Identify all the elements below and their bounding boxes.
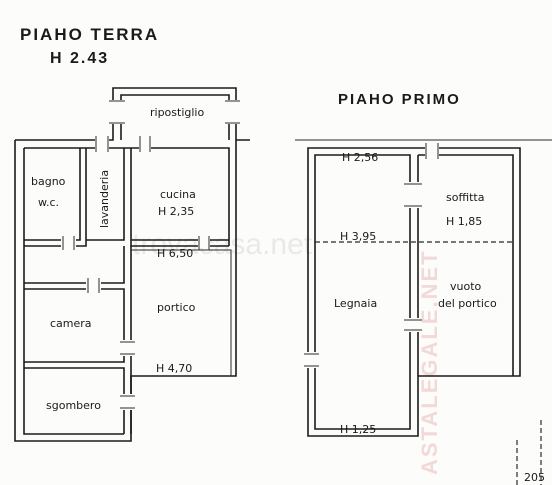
sgombero-wall	[24, 367, 125, 434]
ground-outer-wall	[14, 87, 250, 442]
sgombero-label: sgombero	[46, 399, 101, 412]
cucina-height-label: H 2,35	[158, 205, 194, 218]
camera-door-mark	[87, 278, 100, 293]
ripostiglio-right-gap	[227, 100, 238, 124]
ground-floor-walls	[14, 87, 250, 442]
portico-height-label: H 4,70	[156, 362, 192, 375]
ripostiglio-right-mark	[225, 100, 240, 124]
legnaia-window-gap	[306, 352, 317, 368]
soffitta-door-mark	[404, 183, 422, 207]
legnaia-window-mark	[304, 353, 319, 367]
ripostiglio-window-mark	[109, 100, 125, 124]
ripostiglio-label: ripostiglio	[150, 106, 204, 119]
bagno-door-gap	[61, 238, 76, 248]
camera-door-gap	[86, 281, 101, 291]
legnaia-door-mark	[404, 319, 422, 331]
soffitta-top-gap	[425, 146, 439, 157]
lavanderia-label: lavanderia	[98, 170, 111, 228]
ground-floor-openings	[61, 100, 240, 410]
cucina-window-mark	[198, 236, 210, 250]
soffitta-height-label: H 1,85	[446, 215, 482, 228]
sgombero-door-mark	[120, 395, 135, 409]
level-650-label: H 6,50	[157, 247, 193, 260]
lavanderia-top-door-gap	[95, 138, 109, 150]
cucina-label: cucina	[160, 188, 196, 201]
vuoto-label: vuoto	[450, 280, 482, 293]
cucina-top-door-mark	[139, 136, 151, 152]
ground-floor-title: PIAHO TERRA	[20, 25, 159, 44]
legnaia-label: Legnaia	[334, 297, 377, 310]
watermark-astalegale: ASTALEGALE.NET	[417, 249, 442, 475]
lavanderia-top-door-mark	[95, 136, 109, 152]
bagno-label: bagno	[31, 175, 66, 188]
soffitta-door-gap	[408, 182, 420, 208]
camera-side-door-mark	[120, 341, 135, 355]
watermark-trovacasa: trovacasa.net	[132, 228, 313, 261]
portico-label: portico	[157, 301, 196, 314]
first-floor-title: PIAHO PRIMO	[338, 91, 461, 108]
camera-label: camera	[50, 317, 92, 330]
height-395-label: H 3,95	[340, 230, 376, 243]
wc-label: w.c.	[38, 196, 59, 209]
ground-inner-left-wall	[23, 148, 124, 435]
soffitta-label: soffitta	[446, 191, 484, 204]
ripostiglio-window-gap	[111, 100, 123, 124]
first-floor-openings	[304, 143, 542, 485]
cucina-window-gap	[198, 238, 210, 248]
ground-inner-top-wall	[24, 147, 230, 246]
corner-number: 205	[524, 471, 545, 484]
sgombero-door-gap	[122, 394, 133, 410]
height-125-label: H 1,25	[340, 423, 376, 436]
ground-floor-height: H 2.43	[50, 50, 109, 67]
portico-outline	[131, 249, 232, 376]
bagno-wall	[24, 148, 87, 247]
cucina-top-door-gap	[139, 138, 151, 150]
legnaia-door-gap	[408, 318, 420, 332]
soffitta-top-mark	[425, 143, 439, 159]
camera-side-door-gap	[122, 340, 133, 356]
del-portico-label: del portico	[438, 297, 497, 310]
bagno-door-mark	[62, 236, 75, 250]
height-256-label: H 2,56	[342, 151, 378, 164]
first-inner-left-wall	[314, 154, 411, 430]
